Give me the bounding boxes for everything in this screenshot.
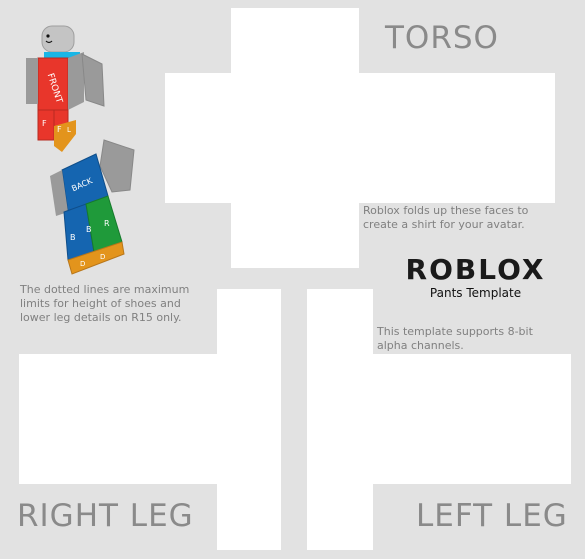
alpha-note: This template supports 8-bit alpha chann… — [377, 325, 533, 352]
avatar-back-illustration: BACK B B R D D — [50, 139, 135, 275]
right-leg-label: RIGHT LEG — [17, 498, 194, 534]
avatar-back-arm — [99, 139, 135, 193]
avatar-back-leg-letter-2: B — [86, 225, 92, 234]
torso-right-face — [359, 73, 425, 203]
roblox-logo: ROBLOX Pants Template — [393, 253, 558, 301]
avatar-mouth — [45, 40, 53, 44]
avatar-front-leg-letter-1: F — [42, 119, 47, 128]
avatar-shoe-letter-2: D — [100, 253, 105, 261]
avatar-front-illustration: FRONT F F L — [26, 25, 105, 152]
torso-top-face — [231, 8, 359, 73]
right-leg-top-face — [217, 289, 281, 354]
avatar-front-leg-letter-3: L — [67, 126, 71, 134]
avatar-back-leg-letter-3: R — [104, 219, 110, 228]
left-leg-side-faces — [307, 354, 571, 484]
avatar-eye — [46, 34, 50, 38]
avatar-neck — [44, 52, 80, 58]
torso-front-face — [231, 73, 359, 268]
torso-label: TORSO — [385, 20, 499, 56]
avatar-shoe-letter-1: D — [80, 260, 85, 268]
folds-note: Roblox folds up these faces to create a … — [363, 204, 529, 231]
avatar-torso-side — [68, 52, 84, 110]
logo-subtitle: Pants Template — [429, 286, 522, 300]
avatar-back-shoe — [67, 241, 125, 275]
avatar-back-torso-side — [50, 170, 68, 216]
left-leg-bottom-face — [307, 484, 373, 550]
right-leg-side-faces — [19, 354, 281, 484]
left-leg-top-face — [307, 289, 373, 354]
avatar-front-leg-letter-2: F — [57, 125, 62, 134]
right-leg-bottom-face — [217, 484, 281, 550]
left-leg-label: LEFT LEG — [416, 498, 568, 534]
avatar-left-arm — [26, 58, 38, 104]
avatar-head — [41, 25, 75, 53]
torso-back-face — [425, 73, 555, 203]
torso-left-face — [165, 73, 231, 203]
logo-wordmark: ROBLOX — [405, 253, 546, 286]
dotted-lines-note: The dotted lines are maximum limits for … — [20, 283, 190, 324]
avatar-right-arm — [81, 53, 105, 107]
avatar-front-shoe — [54, 120, 76, 152]
avatar-back-leg-letter-1: B — [70, 233, 76, 242]
